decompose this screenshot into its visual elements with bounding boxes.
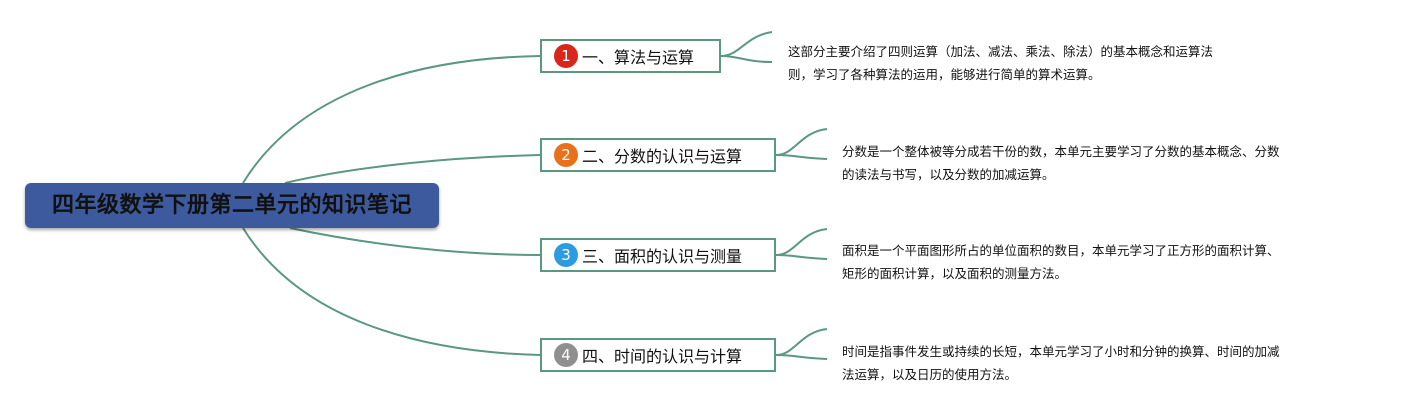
connector-branch-2-note	[775, 128, 828, 160]
connector-root-branch-3	[289, 227, 541, 256]
branch-topic-label: 三、面积的认识与测量	[582, 247, 743, 266]
branch-topic-label: 四、时间的认识与计算	[582, 347, 743, 366]
connector-branch-4-note	[775, 328, 828, 360]
note-line: 则，学习了各种算法的运用，能够进行简单的算术运算。	[788, 67, 1101, 82]
note-line: 的读法与书写，以及分数的加减运算。	[842, 167, 1055, 182]
branch-note-3: 面积是一个平面图形所占的单位面积的数目，本单元学习了正方形的面积计算、 矩形的面…	[842, 239, 1280, 285]
branch-note-4: 时间是指事件发生或持续的长短，本单元学习了小时和分钟的换算、时间的加减 法运算，…	[842, 340, 1280, 386]
branch-topic-1[interactable]: 1 一、算法与运算	[540, 39, 721, 73]
priority-3-icon: 3	[554, 243, 578, 267]
note-line: 面积是一个平面图形所占的单位面积的数目，本单元学习了正方形的面积计算、	[842, 243, 1280, 258]
branch-note-2: 分数是一个整体被等分成若干份的数，本单元主要学习了分数的基本概念、分数 的读法与…	[842, 140, 1280, 186]
branch-topic-label: 二、分数的认识与运算	[582, 147, 743, 166]
priority-1-icon: 1	[554, 44, 578, 68]
connector-root-branch-4	[242, 227, 541, 356]
branch-topic-4[interactable]: 4 四、时间的认识与计算	[540, 338, 776, 372]
branch-topic-2[interactable]: 2 二、分数的认识与运算	[540, 138, 776, 172]
note-line: 时间是指事件发生或持续的长短，本单元学习了小时和分钟的换算、时间的加减	[842, 344, 1280, 359]
connector-root-branch-1	[242, 55, 541, 184]
note-line: 法运算，以及日历的使用方法。	[842, 367, 1018, 382]
root-topic[interactable]: 四年级数学下册第二单元的知识笔记	[25, 183, 439, 228]
connector-branch-1-note	[720, 31, 773, 63]
note-line: 这部分主要介绍了四则运算（加法、减法、乘法、除法）的基本概念和运算法	[788, 44, 1214, 59]
connector-branch-3-note	[775, 228, 828, 260]
priority-4-icon: 4	[554, 343, 578, 367]
note-line: 分数是一个整体被等分成若干份的数，本单元主要学习了分数的基本概念、分数	[842, 144, 1280, 159]
note-line: 矩形的面积计算，以及面积的测量方法。	[842, 266, 1068, 281]
connector-root-branch-2	[284, 154, 541, 184]
branch-topic-label: 一、算法与运算	[582, 48, 695, 67]
priority-2-icon: 2	[554, 143, 578, 167]
root-topic-label: 四年级数学下册第二单元的知识笔记	[51, 193, 412, 218]
branch-topic-3[interactable]: 3 三、面积的认识与测量	[540, 238, 776, 272]
branch-note-1: 这部分主要介绍了四则运算（加法、减法、乘法、除法）的基本概念和运算法 则，学习了…	[788, 40, 1213, 86]
